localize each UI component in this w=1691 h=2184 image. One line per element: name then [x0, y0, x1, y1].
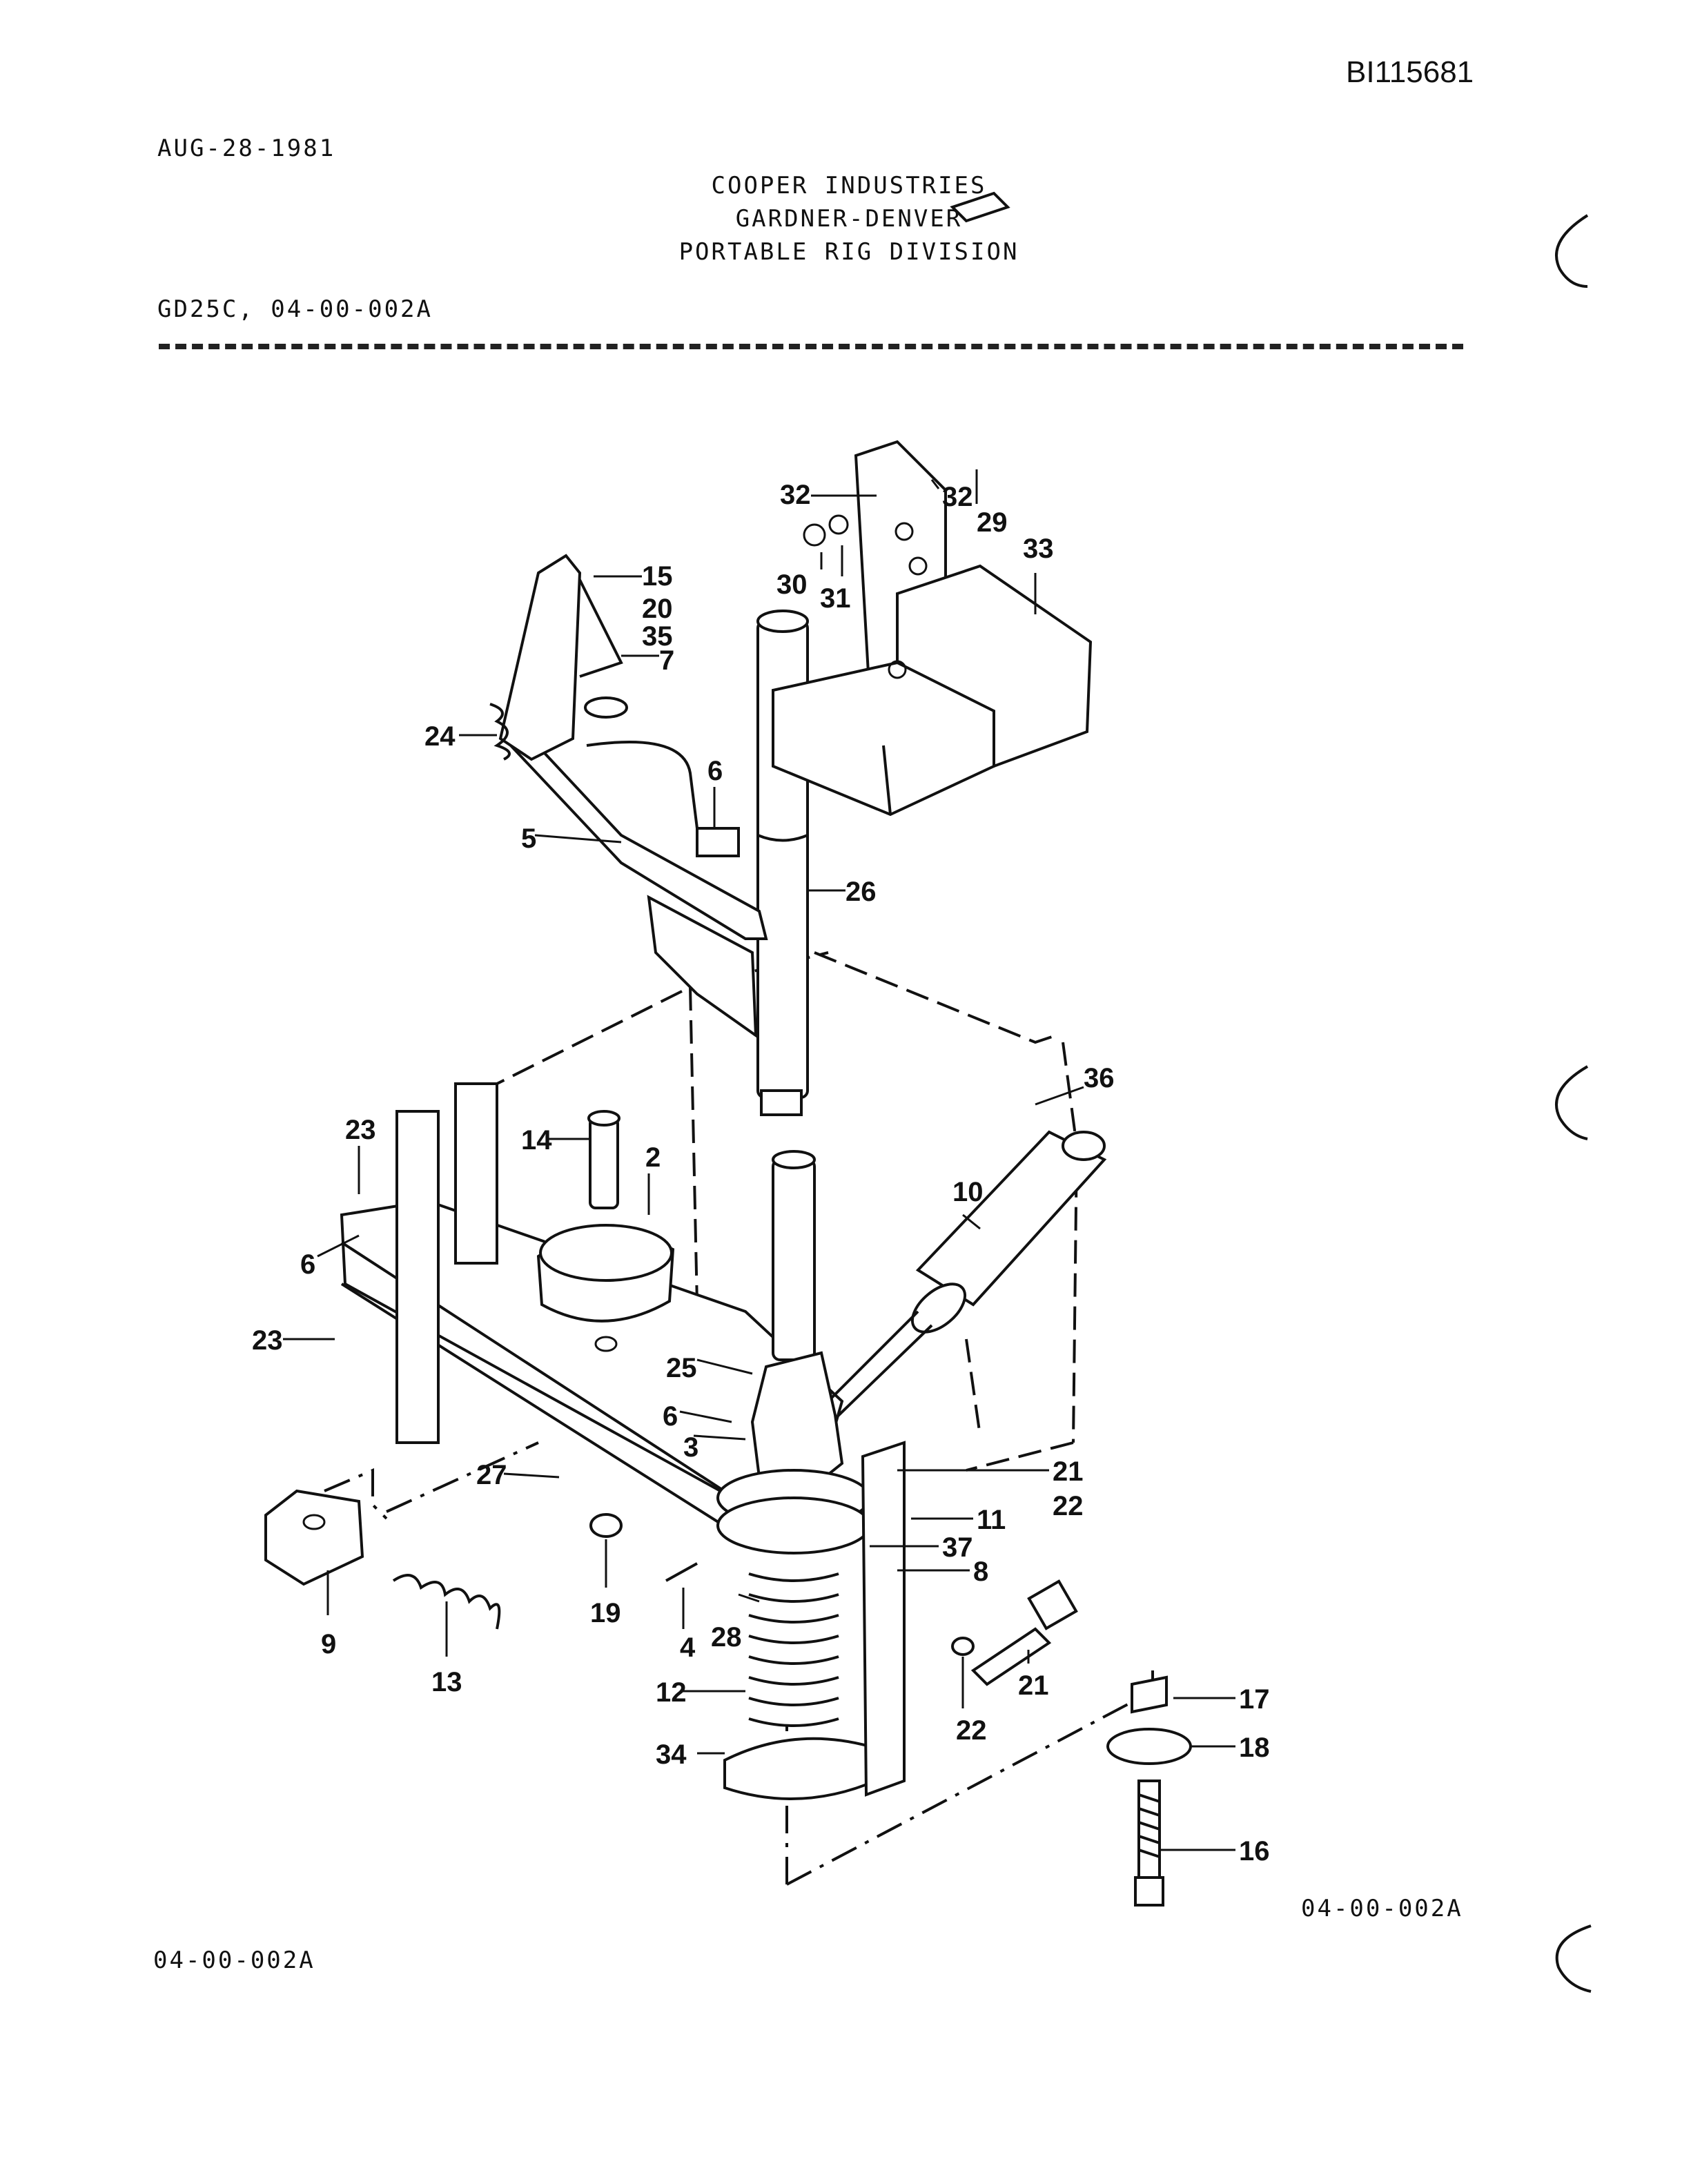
lever-arm [489, 554, 768, 1038]
callout-label: 6 [300, 1249, 315, 1280]
binder-hole-marks [1555, 214, 1592, 1993]
hydraulic-cylinder [820, 1130, 1107, 1423]
model-line: GD25C, 04-00-002A [157, 295, 433, 323]
callout-label: 22 [1053, 1491, 1084, 1521]
callout-label: 35 [642, 621, 673, 652]
callout-label: 18 [1239, 1733, 1270, 1763]
callout-label: 21 [1053, 1456, 1084, 1487]
document-id: BI115681 [1346, 55, 1474, 89]
company-header: COOPER INDUSTRIES GARDNER-DENVER PORTABL… [607, 169, 1091, 269]
callout-label: 6 [663, 1401, 678, 1432]
callout-label: 24 [424, 721, 456, 752]
callout-label: 12 [656, 1677, 687, 1708]
callout-labels: 32 32 29 30 31 33 15 20 35 7 24 6 5 26 3… [252, 480, 1270, 1866]
callout-label: 29 [977, 507, 1008, 538]
callout-label: 10 [952, 1177, 984, 1207]
bracket-block [264, 1489, 364, 1586]
callout-label: 25 [666, 1353, 697, 1383]
callout-label: 22 [956, 1715, 987, 1746]
company-name: COOPER INDUSTRIES [711, 172, 987, 199]
callout-label: 2 [645, 1142, 661, 1173]
callout-label: 3 [683, 1432, 698, 1463]
callout-label: 9 [321, 1629, 336, 1659]
callout-label: 37 [942, 1532, 973, 1563]
leader-lines [283, 469, 1235, 1851]
callout-label: 23 [345, 1115, 376, 1145]
spring-assembly [716, 1351, 906, 1800]
callout-label: 6 [707, 756, 723, 786]
callout-label: 13 [431, 1667, 462, 1697]
footer-label: 04-00-002A [153, 1947, 315, 1974]
callout-label: 33 [1023, 534, 1054, 564]
callout-label: 7 [659, 645, 674, 676]
document-date: AUG-28-1981 [157, 135, 336, 162]
callout-label: 28 [711, 1622, 742, 1652]
callout-label: 34 [656, 1739, 687, 1770]
callout-label: 14 [521, 1125, 552, 1156]
callout-label: 21 [1018, 1670, 1049, 1701]
company-subsidiary: GARDNER-DENVER [735, 205, 963, 233]
callout-label: 32 [942, 482, 973, 512]
company-division: PORTABLE RIG DIVISION [678, 238, 1019, 266]
callout-label: 36 [1084, 1063, 1115, 1093]
callout-label: 8 [973, 1557, 988, 1587]
pin-and-ring [536, 1110, 675, 1352]
figure-label: 04-00-002A [1301, 1895, 1463, 1922]
callout-label: 5 [521, 823, 536, 854]
callout-label: 30 [776, 569, 808, 600]
callout-label: 19 [590, 1598, 621, 1628]
callout-label: 32 [780, 480, 811, 510]
callout-label: 31 [820, 583, 851, 614]
callout-label: 20 [642, 594, 673, 624]
callout-label: 27 [476, 1460, 507, 1490]
callout-label: 23 [252, 1325, 283, 1356]
dashed-divider [159, 344, 1463, 349]
fasteners [589, 191, 1192, 1907]
counterweight [772, 440, 1093, 817]
callout-label: 4 [680, 1632, 696, 1663]
callout-label: 16 [1239, 1836, 1270, 1866]
callout-label: 15 [642, 561, 673, 592]
callout-label: 17 [1239, 1684, 1270, 1715]
callout-label: 26 [845, 877, 877, 907]
callout-label: 11 [977, 1505, 1006, 1535]
extension-spring [392, 1574, 501, 1630]
